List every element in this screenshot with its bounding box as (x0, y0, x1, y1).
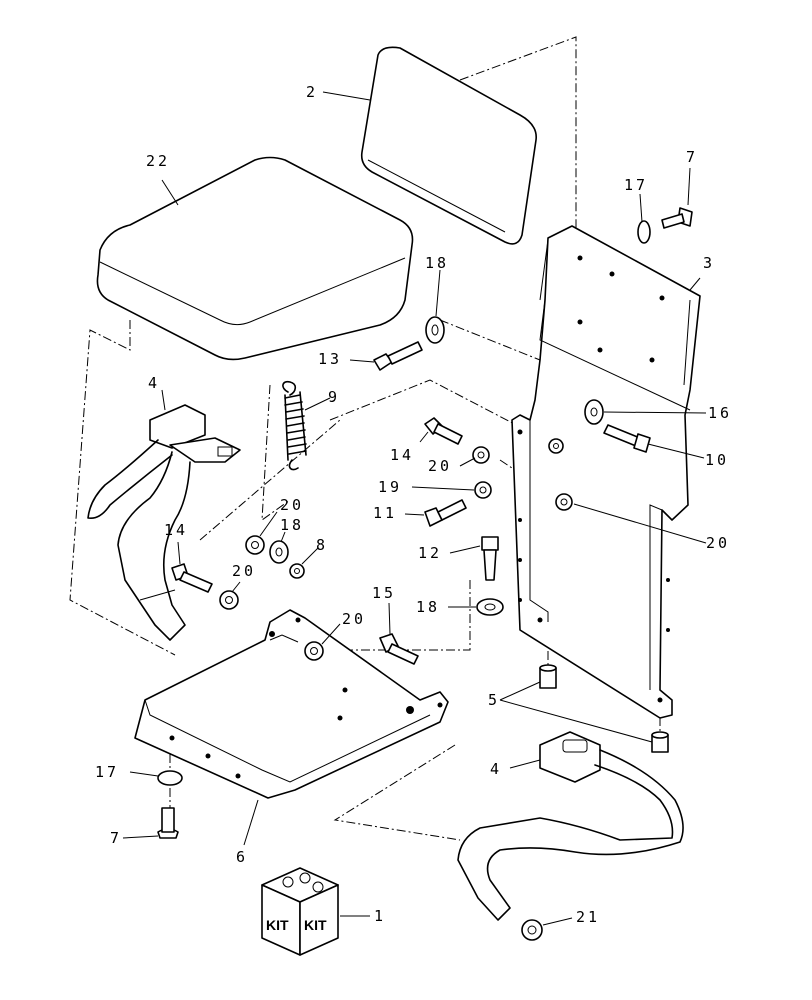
callout-20-d: 20 (232, 562, 256, 580)
bolt-15 (379, 633, 419, 665)
callout-10: 10 (705, 451, 729, 469)
washers (157, 220, 651, 786)
bolt-12 (481, 536, 499, 581)
callout-20-b: 20 (280, 496, 304, 514)
callout-17-top: 17 (624, 176, 648, 194)
bolt-7-bottom (157, 807, 179, 839)
callout-6: 6 (236, 848, 248, 866)
callout-14-right: 14 (390, 446, 414, 464)
seat-back-cushion (360, 46, 537, 245)
callout-16: 16 (708, 404, 732, 422)
bolt-11 (424, 499, 467, 527)
callout-5: 5 (488, 691, 500, 709)
callout-7-bottom: 7 (110, 829, 122, 847)
hardware-kit-box: KIT KIT (261, 867, 339, 956)
callout-20-c: 20 (706, 534, 730, 552)
callout-2: 2 (306, 83, 318, 101)
kit-label-left: KIT (266, 917, 289, 933)
callout-11: 11 (373, 504, 397, 522)
seat-frame-bracket (511, 225, 701, 719)
kit-label-right: KIT (304, 917, 327, 933)
callout-20-a: 20 (428, 457, 452, 475)
callout-4-left: 4 (148, 374, 160, 392)
callout-20-e: 20 (342, 610, 366, 628)
callout-9: 9 (328, 388, 340, 406)
bolt-7-top (661, 207, 693, 229)
callout-22: 22 (146, 152, 170, 170)
callout-17-bottom: 17 (95, 763, 119, 781)
callout-12: 12 (418, 544, 442, 562)
callout-18-low: 18 (416, 598, 440, 616)
callout-7-top: 7 (686, 148, 698, 166)
callout-1: 1 (374, 907, 386, 925)
callout-3: 3 (703, 254, 715, 272)
callout-19: 19 (378, 478, 402, 496)
callout-18-mid: 18 (280, 516, 304, 534)
spacers (539, 664, 669, 753)
callout-18-top: 18 (425, 254, 449, 272)
nuts (219, 438, 573, 941)
callout-14-left: 14 (164, 521, 188, 539)
leader-lines (122, 91, 707, 926)
callout-numbers: 2 22 7 17 3 18 13 4 9 16 14 10 20 19 20 … (95, 83, 732, 926)
bolt-14-right (424, 417, 463, 445)
seat-belt-latch-half (457, 731, 684, 921)
tension-spring (282, 380, 307, 471)
callout-21: 21 (576, 908, 600, 926)
bolt-14-left (171, 563, 213, 593)
bolt-13 (373, 341, 423, 371)
base-plate (134, 609, 449, 799)
callout-4-right: 4 (490, 760, 502, 778)
bolt-10 (603, 424, 651, 453)
callout-13: 13 (318, 350, 342, 368)
callout-15: 15 (372, 584, 396, 602)
seat-cushion (96, 156, 414, 361)
callout-8: 8 (316, 536, 328, 554)
seat-belt-buckle-half (87, 404, 241, 641)
